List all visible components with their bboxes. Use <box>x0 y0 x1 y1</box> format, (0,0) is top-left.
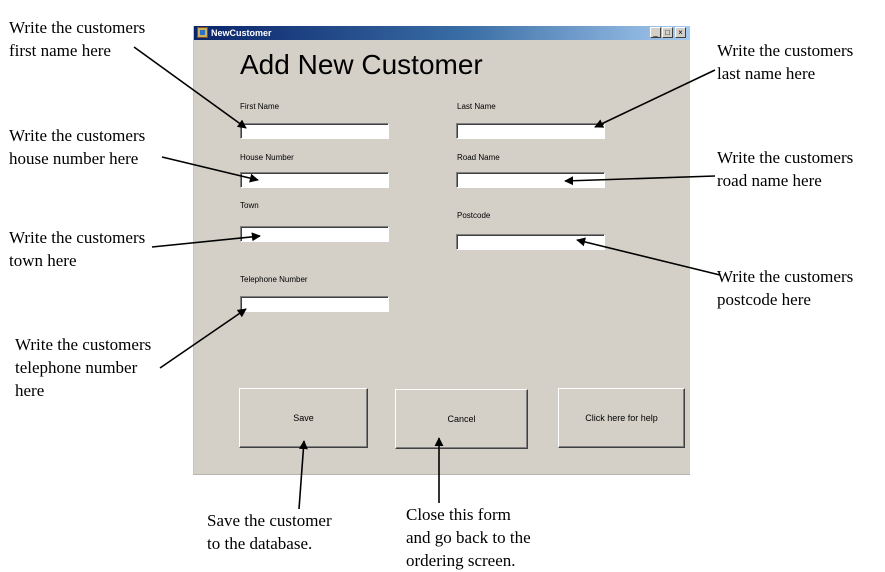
postcode-field[interactable] <box>456 234 605 250</box>
cancel-button[interactable]: Cancel <box>395 389 528 449</box>
arrow-postcode <box>576 237 721 276</box>
last-name-label: Last Name <box>457 102 496 111</box>
annotation-line: here <box>15 381 45 400</box>
annotation-line: Write the customers <box>9 228 146 247</box>
annotation-postcode: Write the customers postcode here <box>717 265 853 311</box>
arrow-save <box>298 440 308 510</box>
annotation-line: house number here <box>9 149 139 168</box>
arrow-road-name <box>564 175 716 186</box>
annotation-last-name: Write the customers last name here <box>717 39 853 85</box>
town-field[interactable] <box>240 226 389 242</box>
help-button[interactable]: Click here for help <box>558 388 685 448</box>
annotation-line: road name here <box>717 171 822 190</box>
annotation-line: Close this form <box>406 505 511 524</box>
new-customer-window: NewCustomer _ □ × Add New Customer First… <box>193 26 690 475</box>
annotation-house-number: Write the customers house number here <box>9 124 145 170</box>
annotation-line: town here <box>9 251 77 270</box>
annotation-cancel: Close this form and go back to the order… <box>406 503 531 572</box>
window-title: NewCustomer <box>211 28 272 38</box>
arrow-last-name <box>594 69 716 128</box>
first-name-field[interactable] <box>240 123 389 139</box>
annotation-line: Write the customers <box>717 148 854 167</box>
annotation-line: Write the customers <box>717 41 854 60</box>
title-bar[interactable]: NewCustomer _ □ × <box>194 26 690 40</box>
annotation-line: Write the customers <box>717 267 854 286</box>
arrow-first-name <box>133 46 247 129</box>
postcode-label: Postcode <box>457 211 491 220</box>
annotation-road-name: Write the customers road name here <box>717 146 853 192</box>
page-title: Add New Customer <box>240 49 483 80</box>
maximize-icon[interactable]: □ <box>662 27 673 38</box>
annotation-town: Write the customers town here <box>9 226 145 272</box>
annotation-line: Save the customer <box>207 511 332 530</box>
annotation-line: to the database. <box>207 534 313 553</box>
app-icon <box>197 27 208 38</box>
telephone-label: Telephone Number <box>240 275 308 284</box>
annotation-line: Write the customers <box>9 126 146 145</box>
annotation-line: ordering screen. <box>406 551 516 570</box>
house-number-field[interactable] <box>240 172 389 188</box>
house-number-label: House Number <box>240 153 294 162</box>
annotation-line: Write the customers <box>15 335 152 354</box>
telephone-field[interactable] <box>240 296 389 312</box>
annotation-telephone: Write the customers telephone number her… <box>15 333 151 402</box>
road-name-label: Road Name <box>457 153 500 162</box>
annotation-save: Save the customer to the database. <box>207 509 332 555</box>
minimize-icon[interactable]: _ <box>650 27 661 38</box>
save-button[interactable]: Save <box>239 388 368 448</box>
annotation-line: telephone number <box>15 358 138 377</box>
town-label: Town <box>240 201 259 210</box>
last-name-field[interactable] <box>456 123 605 139</box>
annotation-line: last name here <box>717 64 816 83</box>
arrow-telephone <box>159 308 247 369</box>
annotation-first-name: Write the customers first name here <box>9 16 145 62</box>
annotation-line: Write the customers <box>9 18 146 37</box>
annotation-line: postcode here <box>717 290 811 309</box>
annotation-line: and go back to the <box>406 528 531 547</box>
first-name-label: First Name <box>240 102 280 111</box>
arrow-town <box>151 232 261 248</box>
annotation-line: first name here <box>9 41 111 60</box>
arrow-house-number <box>161 156 259 183</box>
close-icon[interactable]: × <box>675 27 686 38</box>
